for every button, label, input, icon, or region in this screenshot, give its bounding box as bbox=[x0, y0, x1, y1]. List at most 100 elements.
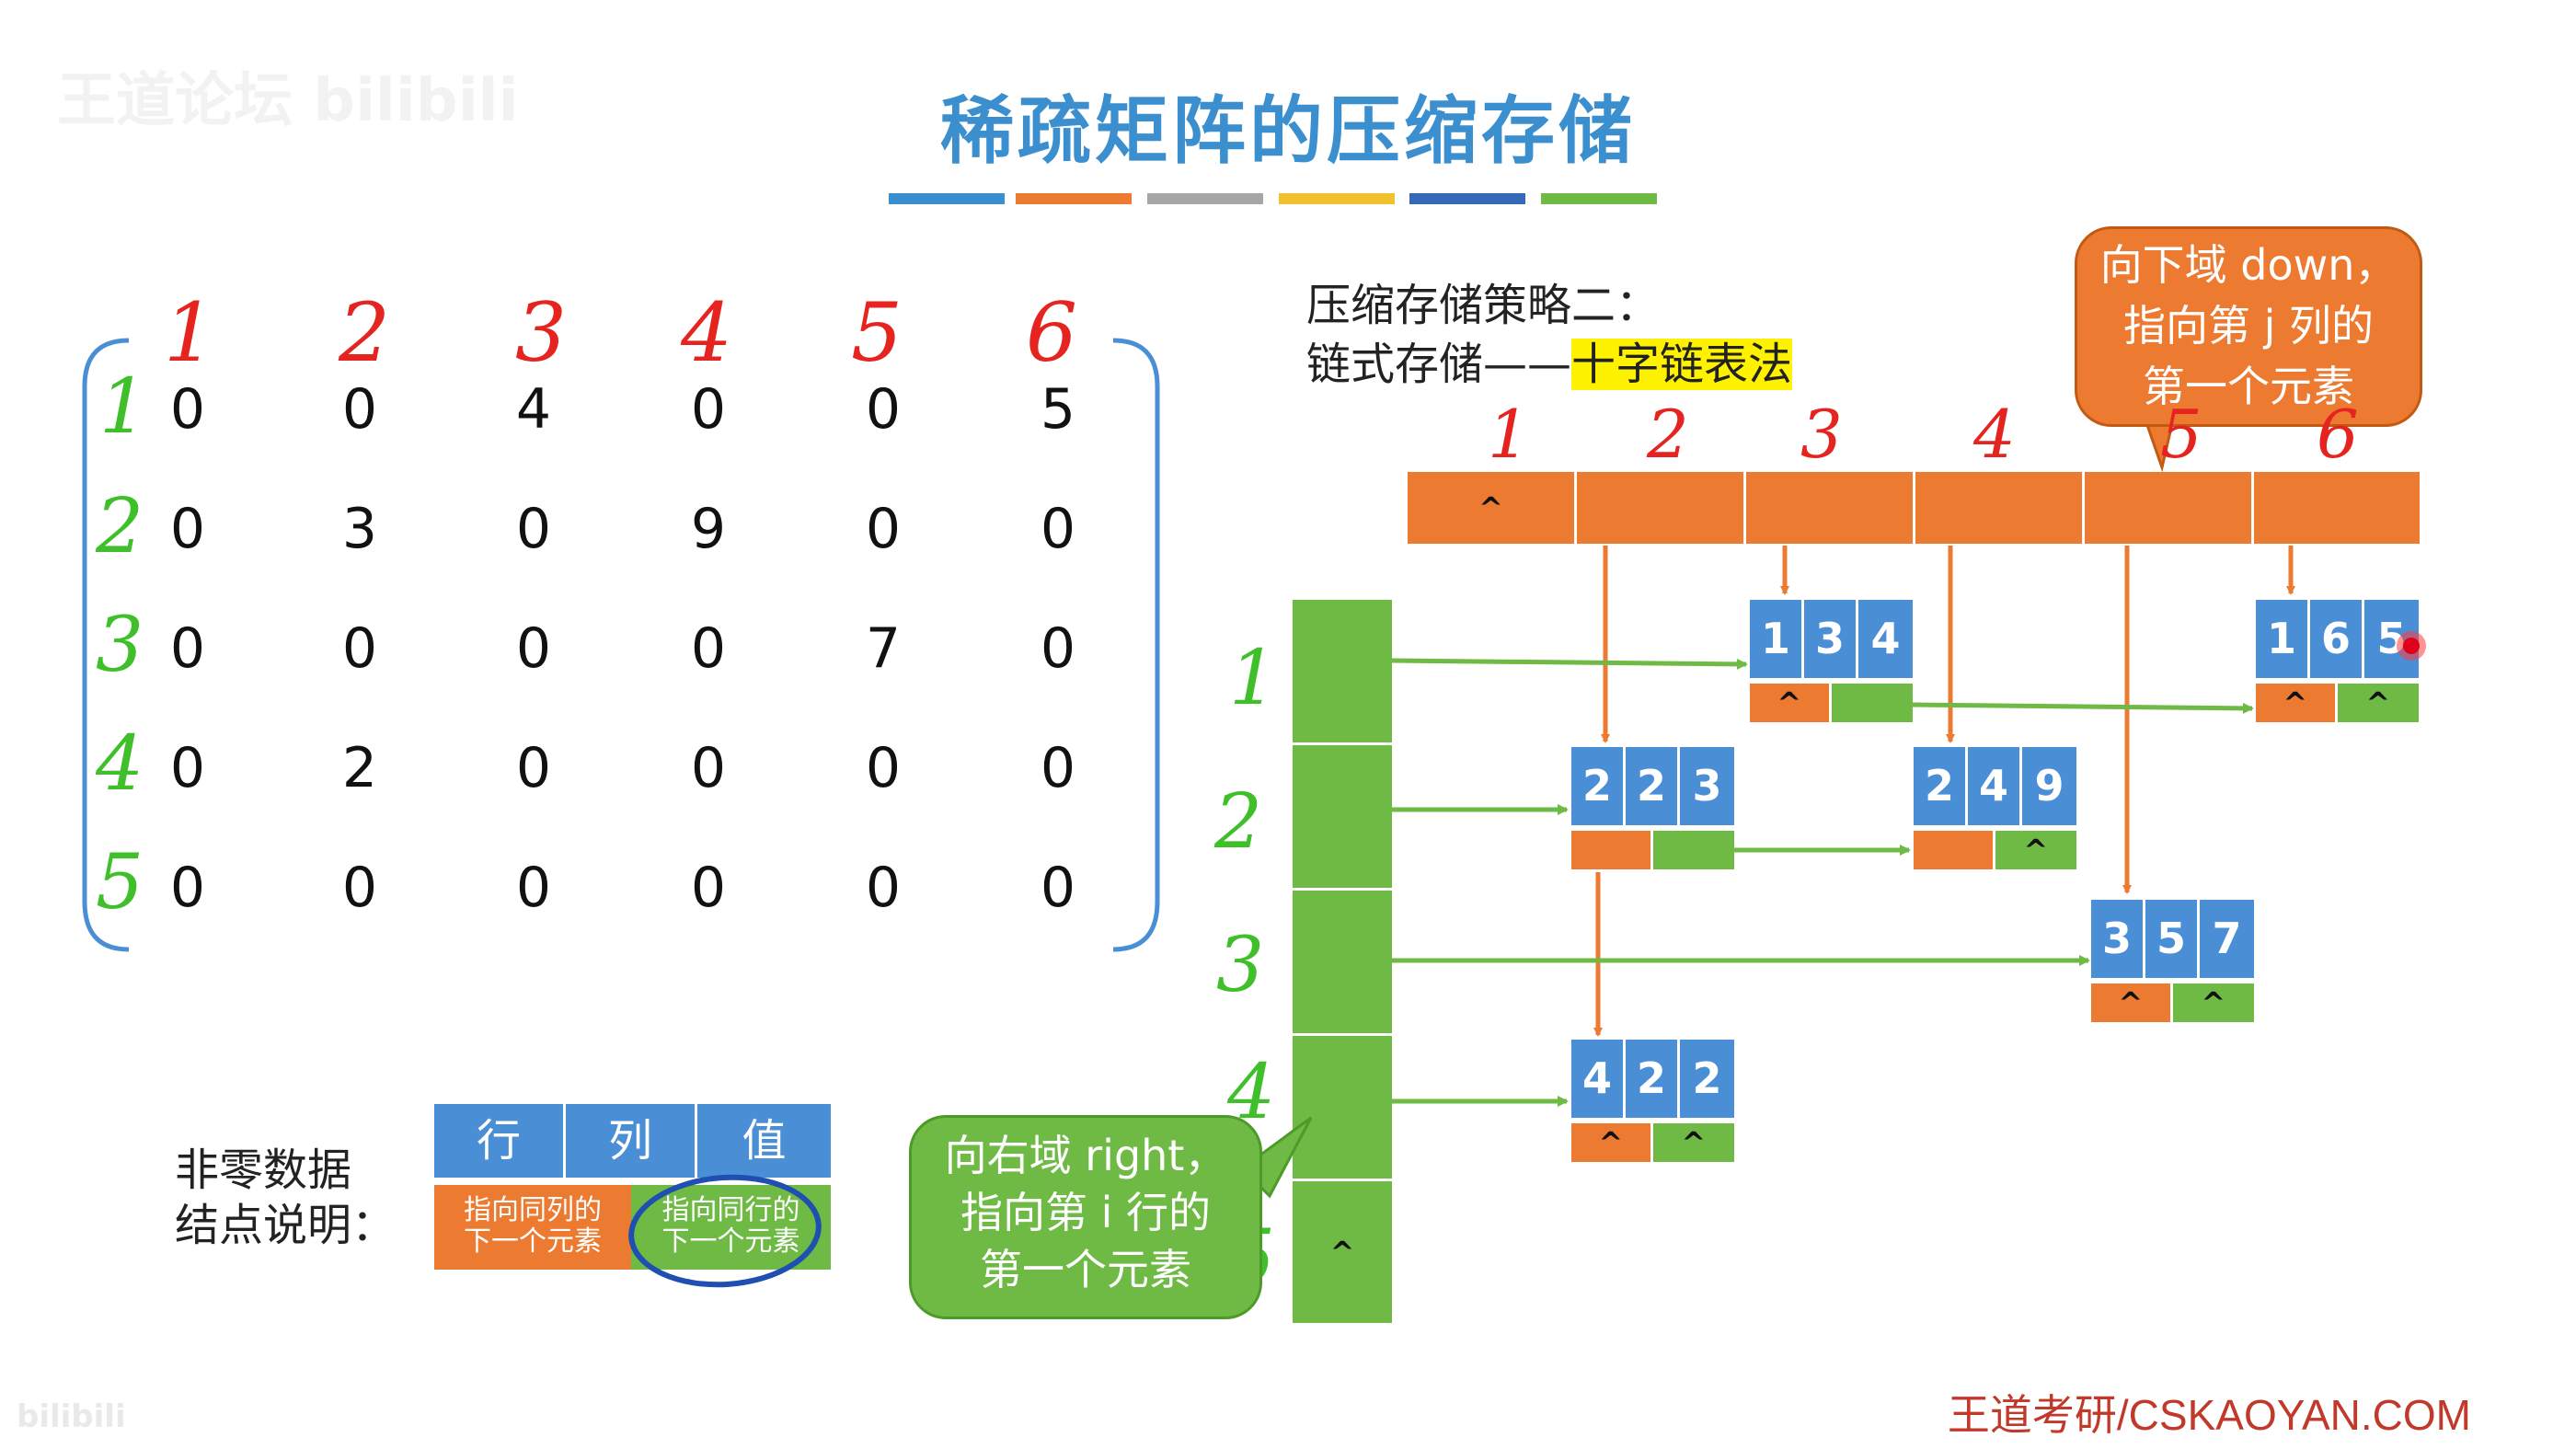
right-callout-line: 第一个元素 bbox=[980, 1245, 1191, 1294]
strategy-highlight: 十字链表法 bbox=[1571, 339, 1793, 390]
legend-header-val: 值 bbox=[697, 1104, 831, 1178]
row-head-label: 1 bbox=[1229, 635, 1278, 722]
row-head bbox=[1293, 1036, 1392, 1181]
matrix-cell: 0 bbox=[515, 736, 552, 800]
strategy-line-2: 链式存储——十字链表法 bbox=[1306, 328, 1793, 392]
matrix-cell: 0 bbox=[169, 616, 206, 681]
col-head-label: 6 bbox=[2317, 396, 2359, 473]
matrix-col-label: 1 bbox=[164, 285, 215, 380]
node-row-field: 1 bbox=[2256, 600, 2310, 678]
column-head bbox=[2085, 472, 2254, 544]
matrix-cell: 0 bbox=[690, 736, 727, 800]
node-down-pointer bbox=[1914, 831, 1995, 869]
node-right-pointer bbox=[1652, 831, 1734, 869]
matrix-cell: 4 bbox=[515, 377, 552, 442]
node-down-pointer: ^ bbox=[2091, 983, 2173, 1022]
node-row-field: 3 bbox=[2091, 900, 2145, 978]
column-head bbox=[2254, 472, 2420, 544]
matrix-cell: 3 bbox=[341, 497, 378, 561]
pointer-dot bbox=[2397, 631, 2426, 661]
legend-header-row: 行 bbox=[434, 1104, 566, 1178]
legend-right-line: 指向同行的 bbox=[661, 1194, 800, 1226]
node-col-field: 6 bbox=[2310, 600, 2364, 678]
matrix-row-label: 4 bbox=[96, 720, 144, 808]
matrix-cell: 0 bbox=[865, 497, 902, 561]
node-val-field: 2 bbox=[1680, 1040, 1734, 1118]
color-bar-segment bbox=[1409, 193, 1525, 204]
right-callout-line: 向右域 right， bbox=[944, 1131, 1227, 1180]
matrix-cell: 0 bbox=[865, 856, 902, 920]
matrix-cell: 0 bbox=[515, 616, 552, 681]
col-head-label: 2 bbox=[1647, 396, 1689, 473]
node-col-field: 2 bbox=[1626, 747, 1680, 825]
row-head bbox=[1293, 891, 1392, 1036]
matrix-cell: 5 bbox=[1040, 377, 1076, 442]
matrix-col-label: 6 bbox=[1026, 285, 1077, 380]
legend-label-line-2: 结点说明： bbox=[175, 1200, 397, 1251]
row-head-label: 2 bbox=[1214, 778, 1263, 866]
column-head bbox=[1577, 472, 1746, 544]
color-bar-segment bbox=[889, 193, 1005, 204]
down-callout-line: 指向第 j 列的 bbox=[2122, 301, 2375, 351]
color-bar-segment bbox=[1147, 193, 1263, 204]
matrix-cell: 0 bbox=[690, 377, 727, 442]
row-head bbox=[1293, 600, 1392, 745]
row-head bbox=[1293, 745, 1392, 891]
col-head-label: 5 bbox=[2160, 396, 2202, 473]
down-field-callout: 向下域 down， 指向第 j 列的 第一个元素 bbox=[2075, 226, 2422, 427]
node-row-field: 1 bbox=[1750, 600, 1804, 678]
node-row-field: 2 bbox=[1571, 747, 1626, 825]
matrix-row-label: 2 bbox=[96, 483, 144, 570]
matrix-cell: 0 bbox=[341, 377, 378, 442]
row-head-label: 3 bbox=[1216, 922, 1265, 1009]
matrix-cell: 0 bbox=[341, 616, 378, 681]
matrix-cell: 0 bbox=[1040, 616, 1076, 681]
matrix-cell: 0 bbox=[1040, 856, 1076, 920]
node-right-pointer bbox=[1831, 684, 1913, 722]
slide-title: 稀疏矩阵的压缩存储 bbox=[940, 88, 1636, 174]
node-row-field: 4 bbox=[1571, 1040, 1626, 1118]
node-col-field: 5 bbox=[2145, 900, 2200, 978]
right-callout-line: 指向第 i 行的 bbox=[960, 1188, 1212, 1237]
node-right-pointer: ^ bbox=[2337, 684, 2419, 722]
right-field-callout: 向右域 right， 指向第 i 行的 第一个元素 bbox=[909, 1115, 1262, 1319]
down-callout-line: 第一个元素 bbox=[2143, 362, 2354, 411]
matrix-row-label: 5 bbox=[96, 839, 144, 926]
node-right-pointer: ^ bbox=[2172, 983, 2254, 1022]
matrix-cell: 0 bbox=[515, 856, 552, 920]
color-bar-segment bbox=[1279, 193, 1395, 204]
col-head-label: 3 bbox=[1800, 396, 1843, 473]
strategy-line-1: 压缩存储策略二： bbox=[1306, 280, 1661, 331]
matrix-col-label: 2 bbox=[339, 285, 390, 380]
footer-brand: 王道考研/CSKAOYAN.COM bbox=[1947, 1391, 2471, 1439]
matrix-cell: 0 bbox=[169, 736, 206, 800]
matrix-row-label: 1 bbox=[99, 363, 148, 451]
column-head bbox=[1915, 472, 2085, 544]
node-val-field: 7 bbox=[2200, 900, 2254, 978]
annotation-circle bbox=[628, 1174, 822, 1288]
column-head bbox=[1746, 472, 1915, 544]
matrix-col-label: 5 bbox=[851, 285, 903, 380]
node-down-pointer: ^ bbox=[1571, 1123, 1653, 1162]
node-down-pointer: ^ bbox=[1750, 684, 1832, 722]
color-bar-segment bbox=[1541, 193, 1657, 204]
matrix-cell: 0 bbox=[341, 856, 378, 920]
node-down-pointer bbox=[1571, 831, 1653, 869]
strategy-prefix: 链式存储—— bbox=[1306, 339, 1572, 390]
matrix-cell: 7 bbox=[865, 616, 902, 681]
node-down-pointer: ^ bbox=[2256, 684, 2338, 722]
matrix-cell: 0 bbox=[690, 616, 727, 681]
legend-right-field: 指向同行的 下一个元素 bbox=[631, 1185, 831, 1270]
node-right-pointer: ^ bbox=[1652, 1123, 1734, 1162]
matrix-col-label: 4 bbox=[681, 285, 732, 380]
matrix-cell: 0 bbox=[865, 736, 902, 800]
node-right-pointer: ^ bbox=[1995, 831, 2076, 869]
watermark: 王道论坛 bilibili bbox=[57, 67, 519, 135]
matrix-cell: 0 bbox=[865, 377, 902, 442]
matrix-brackets bbox=[82, 338, 1160, 952]
matrix-row-label: 3 bbox=[96, 602, 144, 689]
legend-header-col: 列 bbox=[566, 1104, 697, 1178]
node-col-field: 2 bbox=[1626, 1040, 1680, 1118]
matrix-cell: 0 bbox=[169, 497, 206, 561]
